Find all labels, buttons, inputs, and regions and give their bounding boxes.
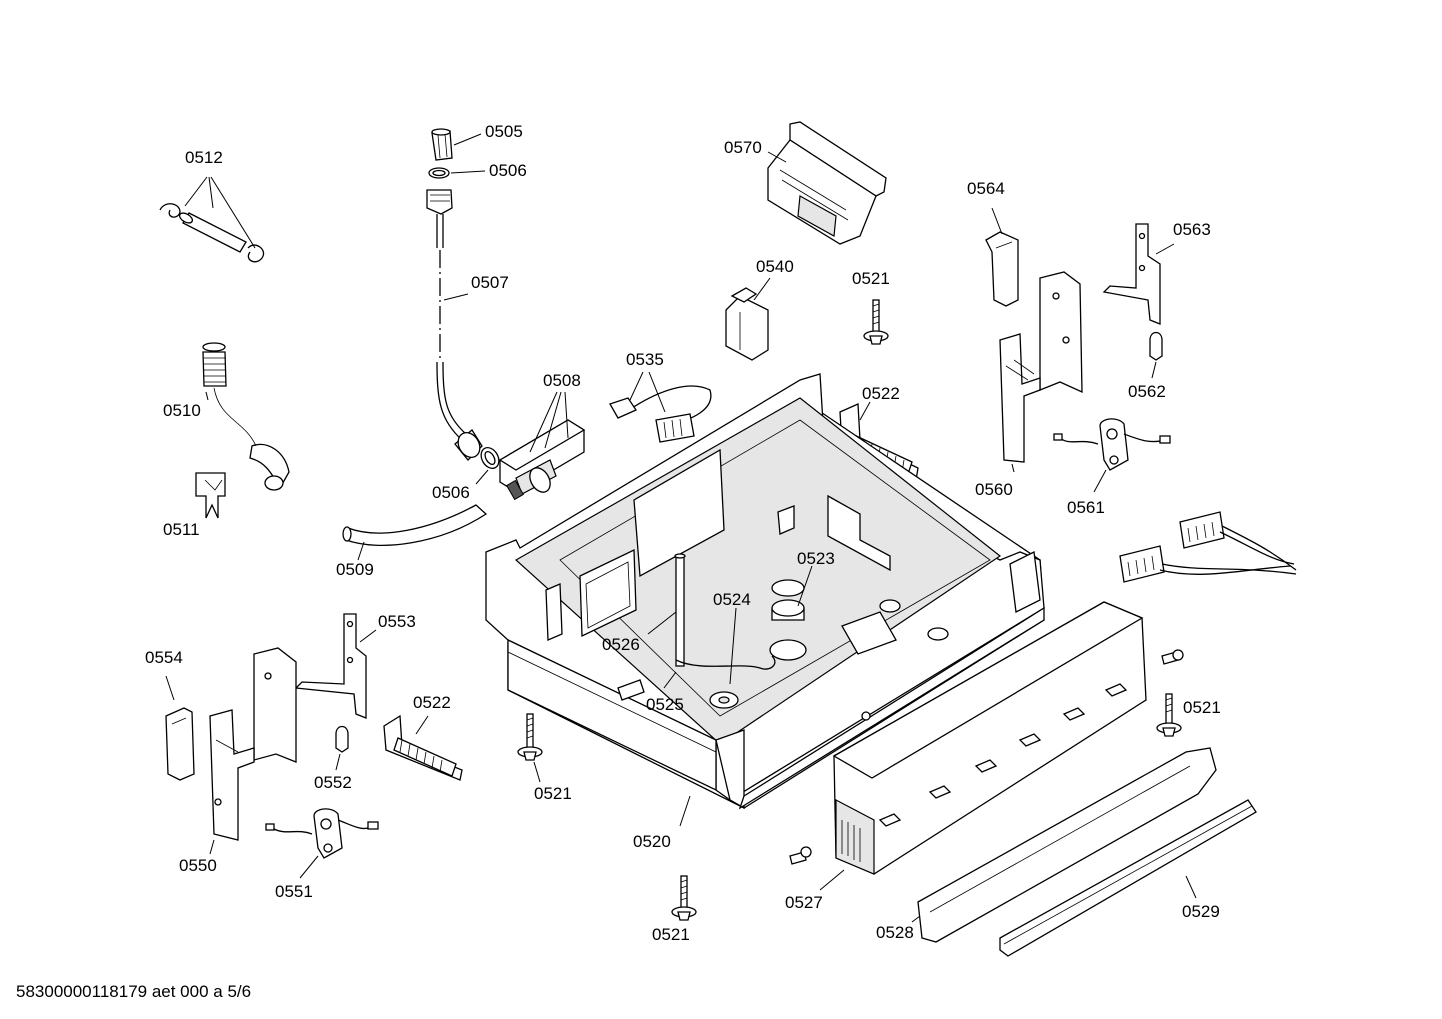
hose-0507 [426,189,483,461]
part-label-0550: 0550 [179,856,217,875]
wiring-harness [1119,511,1297,583]
part-label-0521-left: 0521 [534,784,572,803]
document-reference: 58300000118179 aet 000 a 5/6 [16,982,252,1001]
part-0554 [165,675,195,781]
valve-0508 [498,391,586,501]
part-label-0563: 0563 [1173,220,1211,239]
kick-plate-0528 [911,747,1217,943]
clip-0562 [1149,331,1163,379]
part-label-0506: 0506 [489,161,527,180]
part-label-0526: 0526 [602,635,640,654]
part-label-0520: 0520 [633,832,671,851]
bracket-plate-0560 [999,271,1083,473]
switch-0561 [1053,418,1171,493]
switch-0551 [265,808,379,879]
part-label-0552: 0552 [314,773,352,792]
screw-0521-upper [863,299,889,345]
part-label-0508: 0508 [543,371,581,390]
part-label-0524: 0524 [713,590,751,609]
bracket-0564 [985,207,1019,307]
part-label-0561: 0561 [1067,498,1105,517]
part-label-0560: 0560 [975,480,1013,499]
part-label-0521-upper: 0521 [852,269,890,288]
part-label-0525: 0525 [646,695,684,714]
part-label-0527: 0527 [785,893,823,912]
part-label-0523: 0523 [797,549,835,568]
corrugated-hose-0510 [202,342,290,491]
part-label-0507: 0507 [471,273,509,292]
part-label-0553: 0553 [378,612,416,631]
screw-0521-left [517,713,543,783]
part-label-0554: 0554 [145,648,183,667]
part-label-0512: 0512 [185,148,223,167]
part-label-0540: 0540 [756,257,794,276]
control-module-0570 [767,121,887,245]
screw-small-right [1161,649,1184,665]
trim-strip-0529 [999,799,1257,957]
capacitor-0540 [725,277,771,361]
part-label-0564: 0564 [967,179,1005,198]
ring-0506-lower [475,447,500,485]
part-label-0522-right: 0522 [862,384,900,403]
bracket-0563 [1102,223,1175,325]
cable-0535 [609,371,712,443]
part-label-0521-bottom: 0521 [652,925,690,944]
cap-0505 [431,128,482,161]
bracket-0553 [294,613,377,719]
hose-0509 [342,504,488,561]
part-label-0535: 0535 [626,350,664,369]
part-label-0521-right: 0521 [1183,698,1221,717]
part-label-0562: 0562 [1128,382,1166,401]
screw-0521-bottom [671,875,697,921]
part-label-0505: 0505 [485,122,523,141]
front-panel-0527 [819,601,1147,891]
part-label-0570: 0570 [724,138,762,157]
ring-0506 [428,167,486,179]
part-label-0529: 0529 [1182,902,1220,921]
hinge-spring-0522-left [383,714,463,781]
base-tub-0520 [485,373,1045,827]
clip-0511 [195,472,226,519]
screw-0521-right [1156,693,1182,737]
hose-with-clips-0512 [159,176,265,263]
bracket-plate-0550 [209,647,297,855]
screw-small-0527 [789,846,812,865]
part-label-0510: 0510 [163,401,201,420]
clip-0552 [335,725,349,771]
part-label-0511: 0511 [163,520,200,539]
part-label-0522-left: 0522 [413,693,451,712]
part-label-0528: 0528 [876,923,914,942]
part-label-0509: 0509 [336,560,374,579]
part-label-0551: 0551 [275,882,313,901]
part-label-0506-lower: 0506 [432,483,470,502]
